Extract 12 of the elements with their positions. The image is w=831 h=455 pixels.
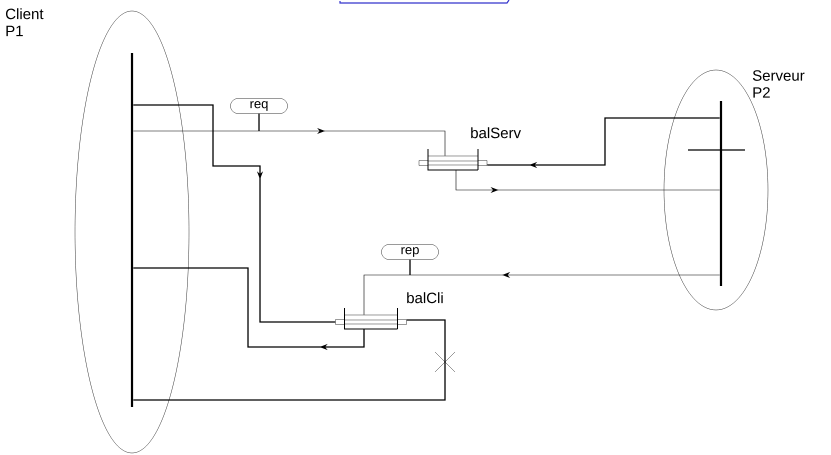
connector-line [409, 260, 411, 275]
message-pill: req [230, 98, 288, 114]
timeline-bar [130, 53, 134, 407]
arrow [133, 128, 446, 156]
timeline-bar [720, 101, 722, 286]
connector-line [133, 319, 446, 401]
arrow [133, 267, 365, 350]
message-pill: rep [381, 244, 439, 260]
arrow [133, 104, 336, 323]
arrow [487, 117, 720, 168]
connector-line [258, 114, 260, 131]
node-label: Client P1 [6, 8, 44, 36]
